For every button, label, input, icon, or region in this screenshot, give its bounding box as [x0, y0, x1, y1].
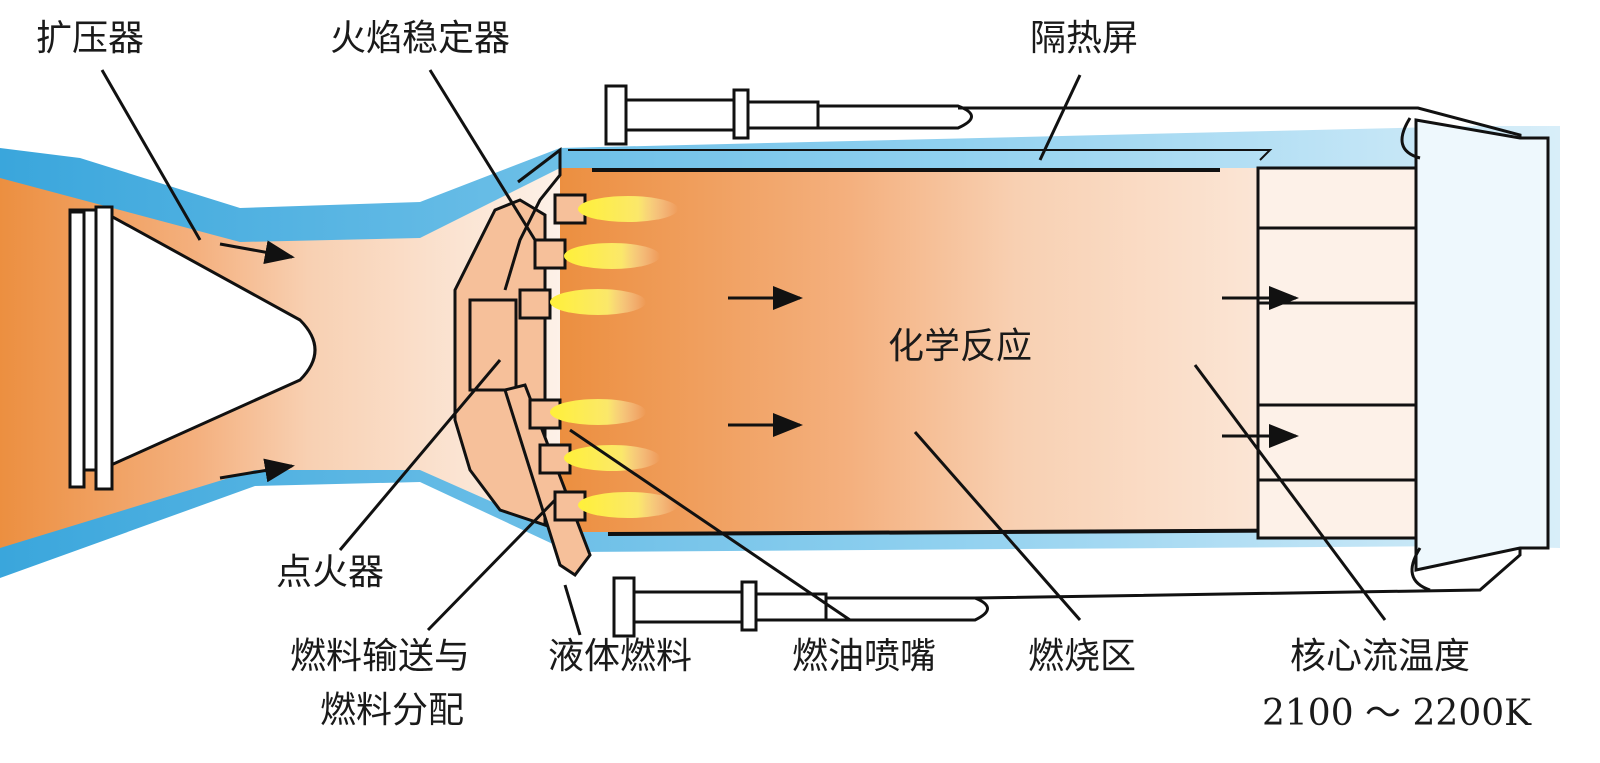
label-flame-holder: 火焰稳定器 [330, 18, 511, 59]
flame-holder-liner [503, 146, 562, 291]
swirler-blocks [518, 193, 587, 522]
label-fuel-delivery-line1: 燃料输送与 [290, 636, 471, 677]
exit-partitions [1258, 226, 1416, 482]
label-fuel-delivery-line2: 燃料分配 [320, 690, 465, 731]
diffuser-plate-a [68, 210, 86, 489]
fuel-tube [503, 383, 592, 578]
label-chemical-reaction: 化学反应 [888, 326, 1033, 367]
label-diffuser: 扩压器 [36, 18, 145, 59]
exit-seal-top [1400, 117, 1421, 160]
igniter-body [468, 298, 518, 392]
leader-lines [100, 69, 1387, 636]
mount-top [604, 84, 1522, 152]
label-fuel-nozzle: 燃油喷嘴 [792, 636, 937, 677]
combustion-chamber [560, 168, 1390, 532]
flow-arrows [219, 240, 1299, 483]
label-combustion-zone: 燃烧区 [1028, 636, 1137, 677]
label-core-flow-temp: 核心流温度 [1290, 636, 1471, 677]
exit-transition [1256, 166, 1418, 540]
casing-outline-top [568, 149, 1273, 161]
label-heat-shield: 隔热屏 [1030, 18, 1139, 59]
diffuser-plate-b [94, 205, 114, 491]
label-igniter: 点火器 [276, 552, 385, 593]
exit-nozzle [1414, 118, 1550, 572]
mount-bottom [612, 538, 1522, 638]
exit-seal-bottom [1410, 547, 1431, 592]
flames [550, 196, 678, 518]
diffuser-cone [68, 208, 317, 472]
label-liquid-fuel: 液体燃料 [548, 636, 693, 677]
label-temp-range: 2100 ～ 2200K [1262, 693, 1532, 734]
